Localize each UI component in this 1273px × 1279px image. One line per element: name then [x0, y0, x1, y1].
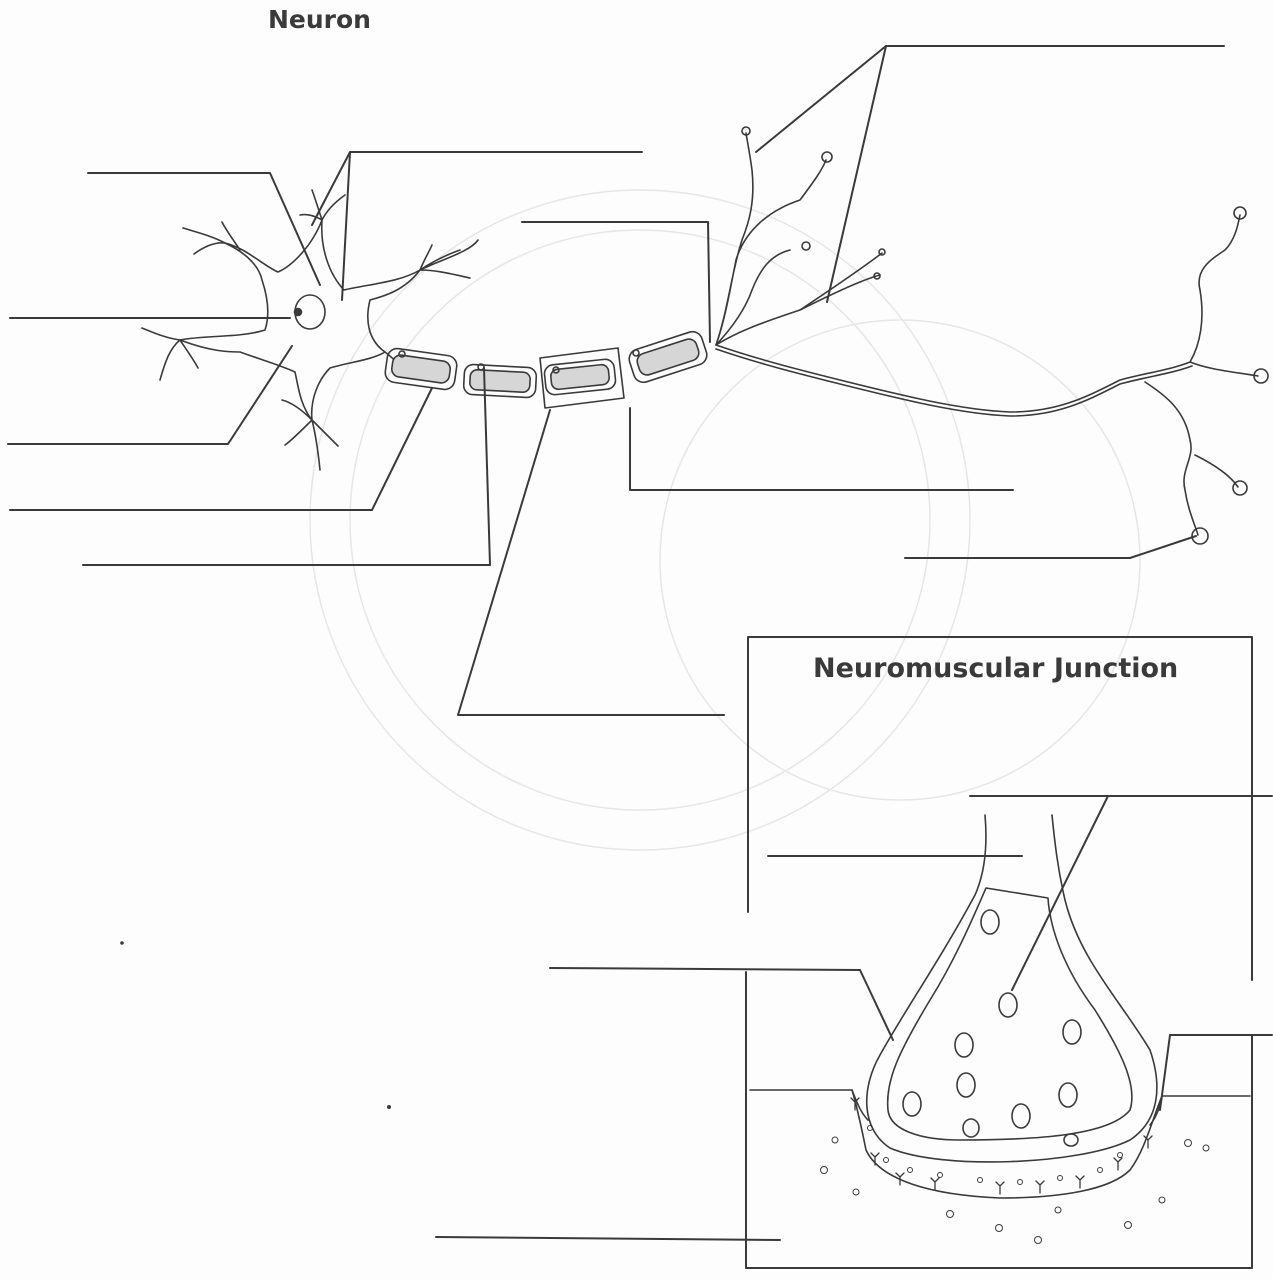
label-blank-2 — [312, 152, 642, 300]
label-blank-8 — [83, 368, 490, 565]
synaptic-vesicles — [903, 910, 1081, 1146]
neurotransmitters — [821, 1126, 1210, 1244]
nmj-label-lines — [436, 796, 1272, 1240]
label-blank-7 — [10, 388, 432, 510]
neuron-drawing — [142, 127, 1268, 544]
label-blank-16 — [436, 1237, 780, 1240]
neuron-title: Neuron — [268, 5, 371, 34]
receptors — [851, 1098, 1152, 1194]
label-blank-10 — [905, 536, 1196, 558]
label-blank-14 — [550, 968, 893, 1040]
speck — [387, 1105, 391, 1109]
nmj-title: Neuromuscular Junction — [813, 653, 1178, 684]
label-blank-6 — [8, 346, 292, 444]
cell-body — [180, 220, 420, 420]
nmj-drawing — [750, 815, 1250, 1244]
watermark — [310, 190, 1140, 850]
speck — [120, 941, 124, 945]
label-blank-4 — [522, 222, 710, 342]
nucleolus — [295, 309, 302, 316]
label-blank-15 — [1160, 1035, 1272, 1110]
